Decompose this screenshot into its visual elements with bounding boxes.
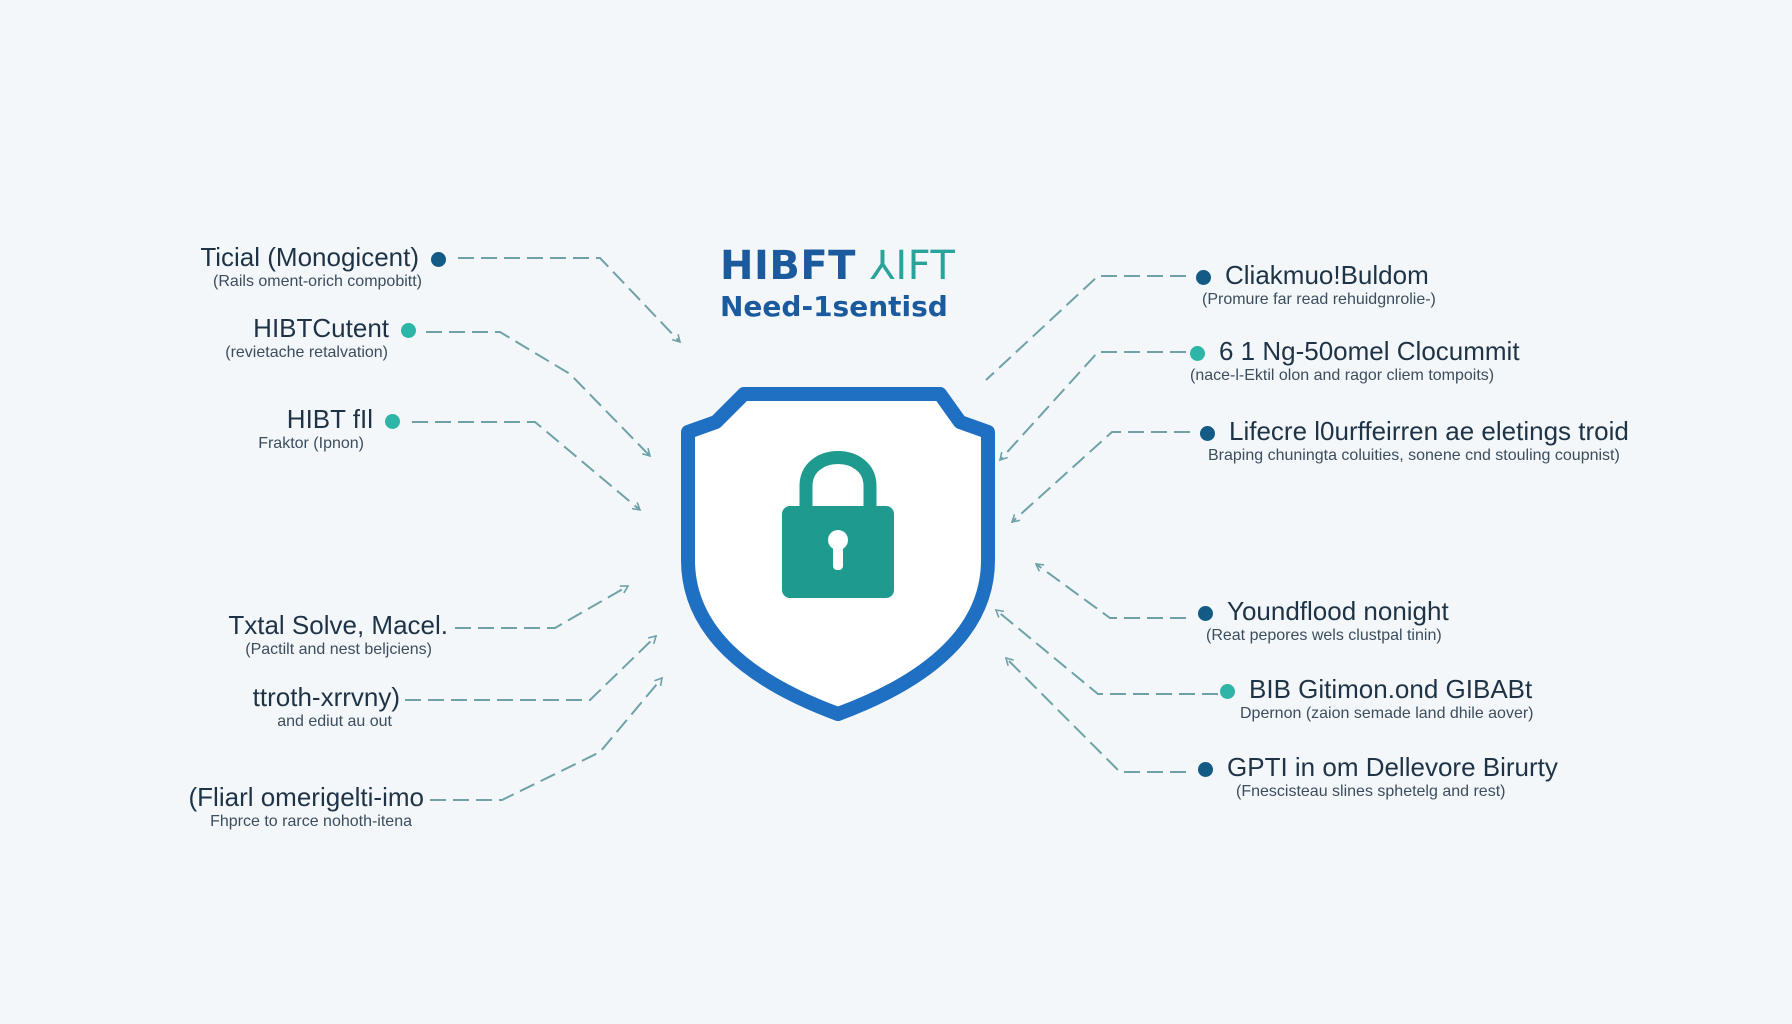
right-item-6: GPTI in om Dellevore Birurty (Fnescistea… — [1198, 752, 1558, 802]
item-label: BIB Gitimon.ond GIBABt — [1249, 674, 1533, 704]
connector-left-1 — [458, 257, 682, 344]
node-dot-icon — [1190, 346, 1205, 362]
connector-left-5 — [405, 634, 658, 701]
connector-right-3 — [1010, 431, 1190, 524]
left-item-3: HIBT fIl Fraktor (Ipnon) — [258, 404, 400, 454]
item-label: Cliakmuo!Buldom — [1225, 260, 1429, 290]
item-label: Txtal Solve, Macel. — [228, 610, 448, 640]
right-item-3: Lifecre l0urffeirren ae eletings troid B… — [1200, 416, 1629, 466]
item-label: 6 1 Ng-50omel Clocummit — [1219, 336, 1520, 366]
title-accent: ⅄IFT — [870, 243, 956, 289]
left-item-2: HIBTCutent (revietache retalvation) — [225, 313, 416, 363]
shield-lock-icon — [681, 387, 995, 721]
node-dot-icon — [1198, 606, 1213, 622]
title-line-2: Need-1sentisd — [720, 290, 948, 323]
item-sub: (Pactilt and nest beljciens) — [245, 641, 432, 658]
item-sub: Fhprce to rarce nohoth-itena — [210, 813, 412, 830]
node-dot-icon — [431, 252, 446, 268]
item-label: HIBTCutent — [253, 313, 389, 343]
item-sub: (Rails oment-orich compobitt) — [213, 273, 422, 290]
item-sub: Braping chuningta coluities, sonene cnd … — [1208, 447, 1620, 464]
node-dot-icon — [1220, 684, 1235, 700]
connector-right-4 — [1034, 563, 1186, 619]
right-item-5: BIB Gitimon.ond GIBABt Dpernon (zaion se… — [1220, 674, 1534, 724]
left-item-5: ttroth-xrrvny) and ediut au out — [253, 682, 400, 732]
left-item-6: (Fliarl omerigelti-imo Fhprce to rarce n… — [189, 782, 424, 832]
item-label: Lifecre l0urffeirren ae eletings troid — [1229, 416, 1629, 446]
item-sub: (revietache retalvation) — [225, 344, 388, 361]
item-sub: Fraktor (Ipnon) — [258, 435, 364, 452]
node-dot-icon — [401, 323, 416, 339]
connector-left-6 — [430, 676, 664, 801]
connector-left-2 — [426, 331, 652, 458]
connector-right-1 — [985, 275, 1186, 381]
node-dot-icon — [1200, 426, 1215, 442]
padlock-icon — [782, 451, 894, 598]
item-sub: (Reat pepores wels clustpal tinin) — [1206, 627, 1442, 644]
item-sub: (nace-l-Ektil olon and ragor cliem tompo… — [1190, 367, 1495, 384]
title-main: HIBFT — [720, 243, 856, 289]
title-line-1: HIBFT ⅄IFT — [720, 242, 980, 290]
item-sub: and ediut au out — [277, 713, 392, 730]
item-label: (Fliarl omerigelti-imo — [188, 782, 424, 812]
node-dot-icon — [1198, 762, 1213, 778]
connector-left-3 — [412, 421, 642, 512]
left-item-1: Ticial (Monogicent) (Rails oment-orich c… — [200, 242, 446, 292]
node-dot-icon — [1196, 270, 1211, 286]
right-item-4: Youndflood nonight (Reat pepores wels cl… — [1198, 596, 1449, 646]
item-sub: Dpernon (zaion semade land dhile aover) — [1240, 705, 1534, 722]
right-item-1: Cliakmuo!Buldom (Promure far read rehuid… — [1196, 260, 1436, 310]
node-dot-icon — [385, 414, 400, 430]
diagram-title: HIBFT ⅄IFT Need-1sentisd — [720, 242, 980, 324]
connector-right-5 — [994, 608, 1218, 695]
item-label: GPTI in om Dellevore Birurty — [1227, 752, 1558, 782]
item-sub: (Promure far read rehuidgnrolie-) — [1202, 291, 1436, 308]
item-label: Ticial (Monogicent) — [200, 242, 419, 272]
item-label: HIBT fIl — [286, 404, 373, 434]
connector-right-6 — [1004, 656, 1186, 773]
left-item-4: Txtal Solve, Macel. (Pactilt and nest be… — [228, 610, 448, 660]
item-label: Youndflood nonight — [1227, 596, 1449, 626]
item-label: ttroth-xrrvny) — [252, 682, 400, 712]
right-item-2: 6 1 Ng-50omel Clocummit (nace-l-Ektil ol… — [1190, 336, 1520, 386]
connector-right-2 — [998, 351, 1186, 462]
item-sub: (Fnescisteau slines sphetelg and rest) — [1236, 783, 1506, 800]
connector-left-4 — [455, 585, 630, 629]
